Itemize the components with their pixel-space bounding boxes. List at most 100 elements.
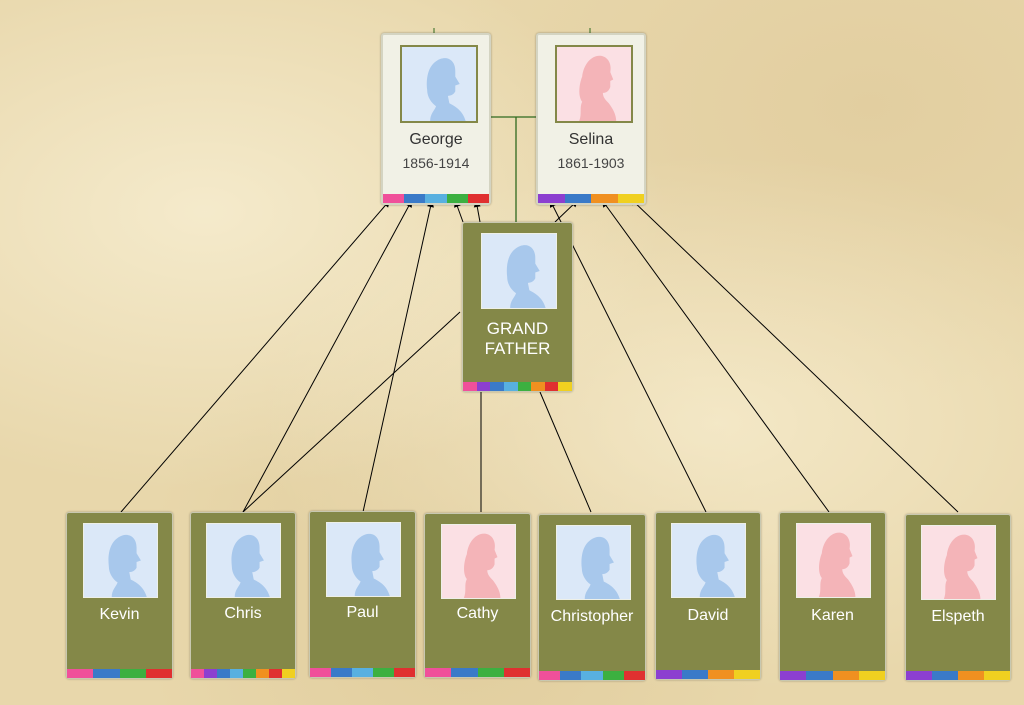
stripe-segment-blue xyxy=(564,194,591,203)
color-stripe xyxy=(67,669,172,678)
stripe-segment-purple xyxy=(906,671,932,680)
stripe-segment-pink xyxy=(383,194,405,203)
stripe-segment-pink xyxy=(425,668,452,677)
name-line-1: GRAND xyxy=(486,319,549,338)
person-card-grandfather[interactable]: GRAND FATHER xyxy=(462,222,573,392)
stripe-segment-blue xyxy=(932,671,958,680)
stripe-segment-green xyxy=(517,382,532,391)
stripe-segment-blue xyxy=(217,669,230,678)
color-stripe xyxy=(780,671,885,680)
male-head-icon xyxy=(426,58,466,121)
female-head-icon xyxy=(943,534,981,599)
person-card-paul[interactable]: Paul xyxy=(309,511,416,678)
stripe-segment-red xyxy=(623,671,646,680)
stripe-segment-orange xyxy=(832,671,859,680)
stripe-segment-pink xyxy=(310,668,331,677)
person-card-george[interactable]: George 1856-1914 xyxy=(381,33,491,205)
stripe-segment-blue xyxy=(560,671,582,680)
stripe-segment-blue xyxy=(451,668,478,677)
stripe-segment-blue xyxy=(404,194,426,203)
stripe-segment-pink xyxy=(539,671,561,680)
color-stripe xyxy=(538,194,644,203)
parent-link-chris xyxy=(242,199,413,513)
person-card-kevin[interactable]: Kevin xyxy=(66,512,173,679)
stripe-segment-red xyxy=(503,668,530,677)
male-silhouette-photo xyxy=(326,522,401,597)
parent-link-elspeth xyxy=(629,197,959,513)
person-lifespan: 1861-1903 xyxy=(557,155,625,171)
female-head-icon xyxy=(463,533,501,598)
person-name: David xyxy=(687,607,729,624)
person-name: Chris xyxy=(224,605,262,622)
person-card-elspeth[interactable]: Elspeth xyxy=(905,514,1011,681)
stripe-segment-green xyxy=(373,668,394,677)
person-card-christopher[interactable]: Christopher xyxy=(538,514,646,681)
stripe-segment-pink xyxy=(67,669,94,678)
parent-link-paul xyxy=(362,199,433,513)
male-silhouette-photo xyxy=(671,523,746,598)
stripe-segment-purple xyxy=(538,194,565,203)
stripe-segment-blue xyxy=(490,382,504,391)
female-head-icon xyxy=(579,55,617,121)
male-head-icon xyxy=(351,533,390,596)
stripe-segment-orange xyxy=(708,670,734,679)
parent-link-kevin xyxy=(120,199,391,513)
color-stripe xyxy=(310,668,415,677)
person-name: George xyxy=(409,131,463,148)
female-silhouette-photo xyxy=(441,524,516,599)
female-head-icon xyxy=(818,532,856,597)
male-silhouette-photo xyxy=(556,525,631,600)
stripe-segment-sky xyxy=(503,382,518,391)
stripe-segment-yellow xyxy=(734,670,760,679)
stripe-segment-red xyxy=(394,668,415,677)
stripe-segment-green xyxy=(602,671,624,680)
male-head-icon xyxy=(581,536,620,599)
stripe-segment-orange xyxy=(958,671,984,680)
stripe-segment-blue xyxy=(682,670,708,679)
name-line-2: FATHER xyxy=(484,339,551,358)
stripe-segment-pink xyxy=(463,382,477,391)
male-silhouette-photo xyxy=(481,233,557,309)
grandfather-link-christopher xyxy=(539,391,592,513)
stripe-segment-orange xyxy=(256,669,269,678)
person-name: Selina xyxy=(568,131,614,148)
person-card-david[interactable]: David xyxy=(655,512,761,680)
stripe-segment-yellow xyxy=(282,669,295,678)
stripe-segment-sky xyxy=(425,194,447,203)
stripe-segment-sky xyxy=(352,668,373,677)
color-stripe xyxy=(425,668,530,677)
stripe-segment-red xyxy=(145,669,172,678)
stripe-segment-orange xyxy=(591,194,618,203)
color-stripe xyxy=(656,670,760,679)
male-silhouette-photo xyxy=(83,523,158,598)
person-name: Paul xyxy=(346,604,379,621)
male-head-icon xyxy=(108,534,147,597)
person-card-selina[interactable]: Selina 1861-1903 xyxy=(536,33,646,205)
stripe-segment-yellow xyxy=(617,194,644,203)
color-stripe xyxy=(539,671,646,680)
male-head-icon xyxy=(696,534,735,597)
grandfather-link-chris xyxy=(242,311,461,513)
female-silhouette-photo xyxy=(921,525,996,600)
person-name: Cathy xyxy=(456,605,499,622)
stripe-segment-blue xyxy=(93,669,120,678)
stripe-segment-red xyxy=(467,194,490,203)
stripe-segment-yellow xyxy=(558,382,572,391)
person-lifespan: 1856-1914 xyxy=(402,155,470,171)
person-name: Karen xyxy=(811,607,854,624)
stripe-segment-blue xyxy=(331,668,352,677)
person-card-karen[interactable]: Karen xyxy=(779,512,886,681)
color-stripe xyxy=(383,194,490,203)
stripe-segment-purple xyxy=(656,670,682,679)
stripe-segment-green xyxy=(477,668,504,677)
female-silhouette-photo xyxy=(796,523,871,598)
color-stripe xyxy=(906,671,1010,680)
stripe-segment-purple xyxy=(780,671,807,680)
male-silhouette-photo xyxy=(206,523,281,598)
stripe-segment-green xyxy=(446,194,468,203)
person-card-cathy[interactable]: Cathy xyxy=(424,513,531,678)
person-name: Elspeth xyxy=(931,608,985,625)
person-card-chris[interactable]: Chris xyxy=(190,512,296,679)
stripe-segment-yellow xyxy=(858,671,885,680)
stripe-segment-orange xyxy=(531,382,545,391)
